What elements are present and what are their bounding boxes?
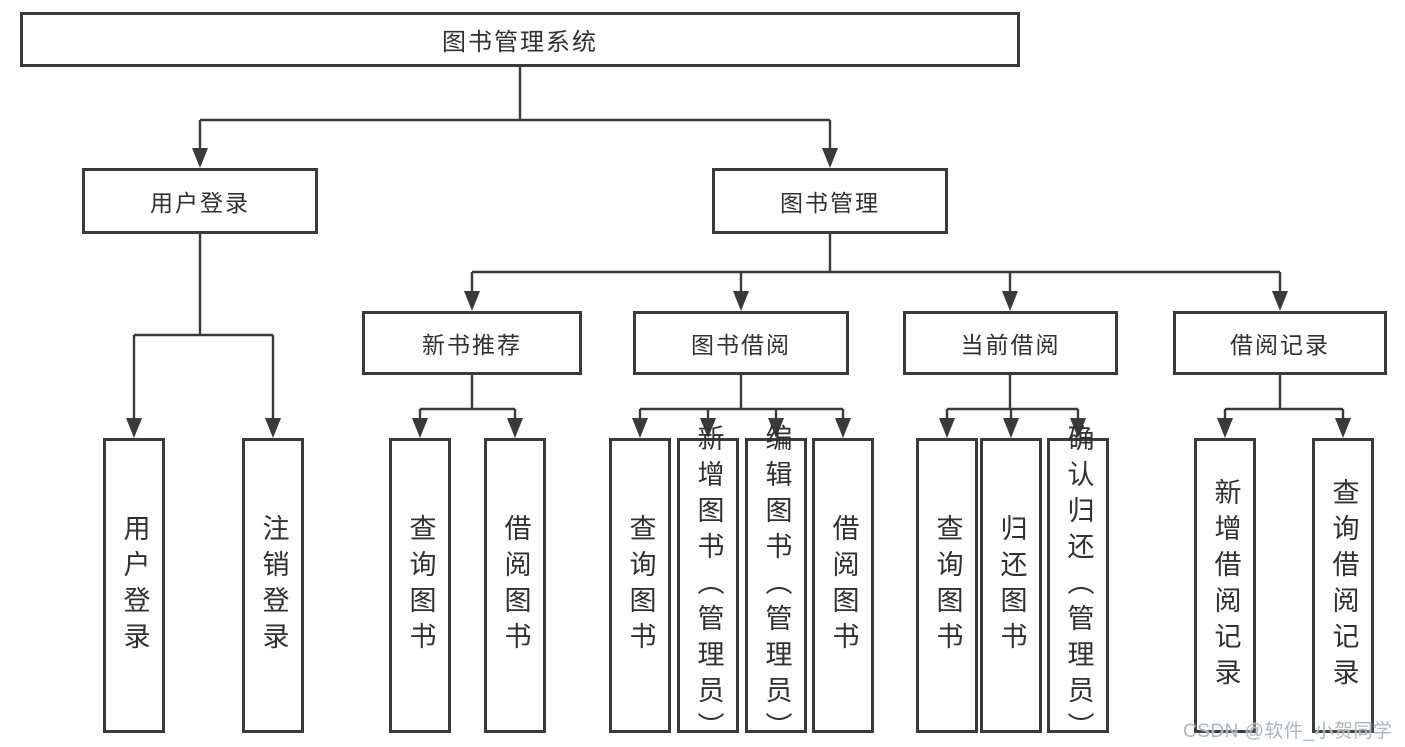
node-borrowing-records-label: 借阅记录 [1230, 332, 1330, 358]
arrow-down-icon [464, 291, 480, 311]
node-leaf-user-login: 用户登录 [103, 438, 165, 733]
arrow-down-icon [939, 418, 955, 438]
arrow-down-icon [835, 418, 851, 438]
arrow-down-icon [1070, 418, 1086, 438]
node-new-book-recommend: 新书推荐 [362, 311, 582, 375]
node-book-management-label: 图书管理 [780, 190, 880, 216]
arrow-down-icon [733, 291, 749, 311]
arrow-down-icon [1335, 418, 1351, 438]
node-borrowing-records: 借阅记录 [1173, 311, 1387, 375]
node-leaf-query-books-2: 查询图书 [609, 438, 671, 733]
node-leaf-logout-label: 注销登录 [258, 513, 289, 658]
node-current-borrowing: 当前借阅 [903, 311, 1118, 375]
arrow-down-icon [1217, 418, 1233, 438]
node-leaf-borrow-books-1: 借阅图书 [484, 438, 546, 733]
arrow-down-icon [1003, 418, 1019, 438]
node-user-login-label: 用户登录 [150, 190, 250, 216]
arrow-down-icon [768, 418, 784, 438]
connector-borrow-records-children [1217, 375, 1351, 438]
node-leaf-query-books-1: 查询图书 [389, 438, 451, 733]
arrow-down-icon [700, 418, 716, 438]
node-leaf-add-books-admin-label: 新增图书（管理员） [693, 423, 724, 747]
node-leaf-query-borrow-record: 查询借阅记录 [1312, 438, 1374, 733]
arrow-down-icon [632, 418, 648, 438]
connector-new-books-children [412, 375, 523, 438]
arrow-down-icon [126, 418, 142, 438]
node-leaf-borrow-books-2: 借阅图书 [812, 438, 874, 733]
node-leaf-return-books: 归还图书 [980, 438, 1042, 733]
connector-book-mgmt-children [464, 234, 1288, 311]
node-book-management: 图书管理 [712, 168, 948, 234]
node-new-book-recommend-label: 新书推荐 [422, 332, 522, 358]
node-leaf-query-books-2-label: 查询图书 [625, 513, 656, 658]
node-leaf-add-borrow-record: 新增借阅记录 [1194, 438, 1256, 733]
arrow-down-icon [507, 418, 523, 438]
arrow-down-icon [1002, 291, 1018, 311]
arrow-down-icon [265, 418, 281, 438]
node-leaf-borrow-books-2-label: 借阅图书 [828, 513, 859, 658]
node-leaf-query-borrow-record-label: 查询借阅记录 [1328, 477, 1359, 694]
arrow-down-icon [822, 148, 838, 168]
node-leaf-query-books-3: 查询图书 [916, 438, 978, 733]
node-user-login: 用户登录 [82, 168, 318, 234]
node-root: 图书管理系统 [20, 12, 1020, 67]
arrow-down-icon [192, 148, 208, 168]
node-current-borrowing-label: 当前借阅 [960, 332, 1061, 358]
node-root-label: 图书管理系统 [442, 29, 598, 56]
node-book-borrowing-label: 图书借阅 [691, 332, 791, 358]
node-leaf-confirm-return-admin: 确认归还（管理员） [1047, 424, 1109, 747]
connector-user-login-children [126, 234, 281, 438]
node-leaf-edit-books-admin: 编辑图书（管理员） [745, 424, 807, 747]
connector-book-borrow-children [632, 375, 851, 438]
node-leaf-return-books-label: 归还图书 [996, 513, 1027, 658]
node-leaf-query-books-1-label: 查询图书 [405, 513, 436, 658]
node-leaf-add-borrow-record-label: 新增借阅记录 [1210, 477, 1241, 694]
node-leaf-borrow-books-1-label: 借阅图书 [500, 513, 531, 658]
node-leaf-user-login-label: 用户登录 [119, 513, 150, 658]
arrow-down-icon [412, 418, 428, 438]
node-leaf-query-books-3-label: 查询图书 [932, 513, 963, 658]
node-leaf-add-books-admin: 新增图书（管理员） [677, 424, 739, 747]
arrow-down-icon [1272, 291, 1288, 311]
node-book-borrowing: 图书借阅 [633, 311, 849, 375]
node-leaf-confirm-return-admin-label: 确认归还（管理员） [1063, 423, 1094, 747]
node-leaf-edit-books-admin-label: 编辑图书（管理员） [761, 423, 792, 747]
node-leaf-logout: 注销登录 [242, 438, 304, 733]
connector-root-to-level2 [192, 67, 838, 168]
csdn-watermark: CSDN @软件_小贺同学 [1183, 721, 1393, 742]
connector-current-borrow-children [939, 375, 1086, 438]
